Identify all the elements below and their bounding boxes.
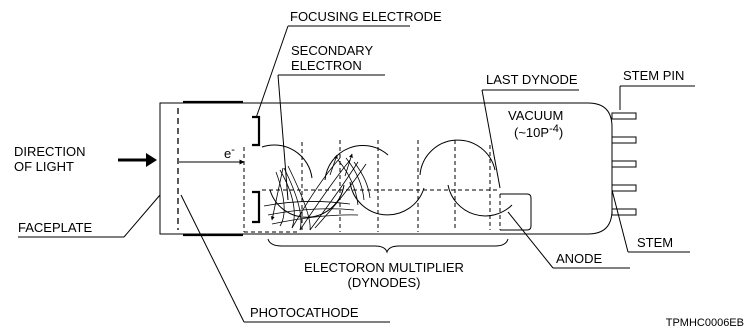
dynode-5 <box>419 139 496 176</box>
label-focusing-electrode: FOCUSING ELECTRODE <box>290 9 442 24</box>
stem-pin-4 <box>611 184 637 192</box>
stem-pin-5 <box>611 208 637 216</box>
label-anode: ANODE <box>556 251 603 266</box>
focusing-electrode <box>183 100 261 237</box>
label-stem: STEM <box>637 235 673 250</box>
label-faceplate: FACEPLATE <box>18 220 93 235</box>
dynodes <box>261 139 513 218</box>
label-secondary-electron-line2: ELECTRON <box>291 58 362 73</box>
label-multiplier-line1: ELECTORON MULTIPLIER <box>304 260 464 275</box>
label-stem-pin: STEM PIN <box>623 68 684 83</box>
stem-pin-3 <box>611 160 637 168</box>
anode <box>499 193 532 231</box>
label-photocathode: PHOTOCATHODE <box>250 305 359 320</box>
light-direction-arrow <box>118 153 157 167</box>
label-last-dynode: LAST DYNODE <box>486 72 578 87</box>
leader-lines <box>18 25 695 323</box>
stem-pin-2 <box>611 136 637 144</box>
secondary-electron-trajectories <box>263 153 371 231</box>
dynode-3 <box>324 145 389 181</box>
dynode-1 <box>261 144 313 179</box>
label-direction-line1: DIRECTION <box>14 144 86 159</box>
label-multiplier-line2: (DYNODES) <box>348 275 421 290</box>
label-direction-line2: OF LIGHT <box>14 159 74 174</box>
label-figure-code: TPMHC0006EB <box>666 317 744 329</box>
label-vacuum-line1: VACUUM <box>508 108 563 123</box>
dynode-4 <box>349 181 425 216</box>
stem-pin-1 <box>611 112 637 120</box>
dynode-6 <box>447 184 513 217</box>
stem-pins <box>611 112 637 216</box>
label-vacuum-line2: (~10P-4) <box>514 123 563 140</box>
label-secondary-electron-line1: SECONDARY <box>291 43 373 58</box>
label-electron: e- <box>224 144 235 161</box>
internal-dashed-lines <box>243 140 500 233</box>
